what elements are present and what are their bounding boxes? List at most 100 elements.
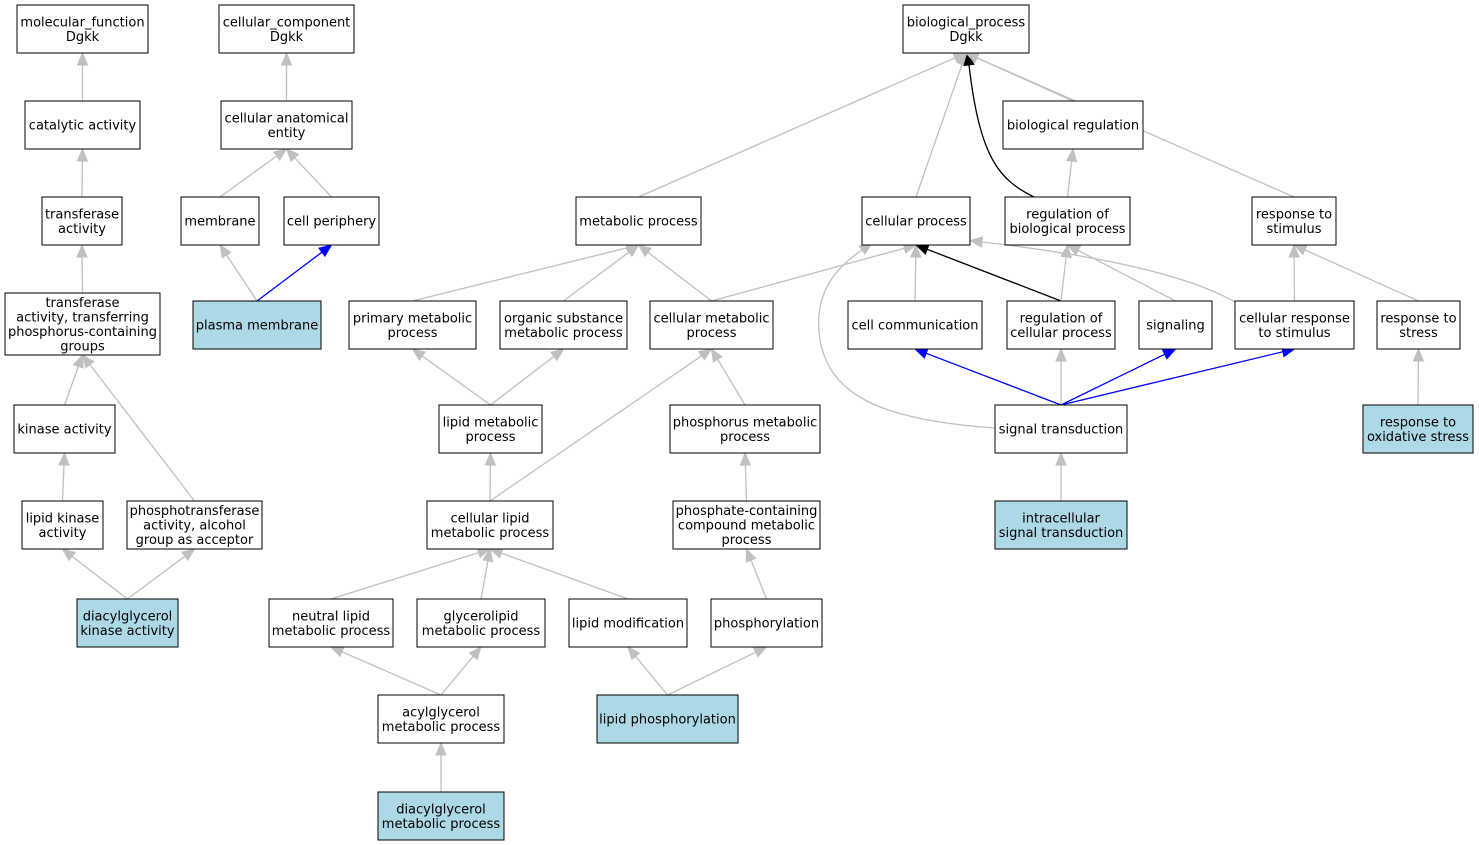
edge-cae-to-cc	[280, 51, 293, 101]
node-label-line: metabolic process	[382, 720, 501, 735]
node-label-line: cell periphery	[287, 215, 377, 230]
node-bioreg[interactable]: biological regulation	[1002, 100, 1144, 150]
node-lipmod[interactable]: lipid modification	[568, 598, 688, 648]
edge-line	[490, 355, 555, 406]
node-label-line: oxidative stress	[1367, 430, 1469, 445]
edge-line	[71, 555, 128, 600]
node-label-line: process	[388, 326, 438, 341]
node-box	[76, 598, 179, 648]
edge-arrowhead	[550, 348, 565, 362]
edge-arrowhead	[625, 244, 640, 258]
edge-dgka-to-lipkin	[61, 548, 128, 600]
node-lipphos[interactable]: lipid phosphorylation	[596, 694, 739, 744]
edge-arrowhead	[435, 741, 447, 756]
edge-arrowhead	[484, 451, 497, 466]
node-kinase[interactable]: kinase activity	[13, 404, 116, 454]
edge-glycero-to-celllip	[480, 547, 494, 600]
edge-plasma-to-membrane	[219, 243, 258, 302]
node-label-line: process	[720, 430, 770, 445]
node-label-line: compound metabolic	[678, 519, 815, 534]
node-label-line: lipid metabolic	[443, 415, 539, 430]
edge-cellresp-to-cellproc	[968, 236, 1241, 306]
edge-line	[63, 366, 80, 406]
node-label-line: activity, transferring	[16, 310, 149, 325]
edge-arrowhead	[1055, 347, 1067, 362]
node-label-line: stimulus	[1266, 222, 1321, 237]
node-label-line: transferase	[45, 207, 119, 222]
edge-line	[750, 559, 768, 600]
node-metab[interactable]: metabolic process	[575, 196, 702, 246]
node-box	[438, 404, 543, 454]
edge-cellmet-to-metab	[637, 244, 712, 302]
node-label-line: response to	[1256, 207, 1332, 222]
node-label-line: process	[687, 326, 737, 341]
edge-plasma-to-cellper	[256, 244, 333, 302]
node-label-line: response to	[1380, 415, 1456, 430]
node-cellcomm[interactable]: cell communication	[847, 300, 983, 350]
node-cellproc[interactable]: cellular process	[861, 196, 971, 246]
node-box	[24, 100, 141, 150]
node-catalytic[interactable]: catalytic activity	[24, 100, 141, 150]
edge-signaling-to-regbio	[1066, 244, 1176, 302]
node-box	[994, 500, 1128, 550]
edge-cellresp-to-respstim	[1288, 243, 1300, 302]
edge-line	[981, 241, 1241, 306]
edge-line	[1060, 256, 1067, 302]
node-signaling[interactable]: signaling	[1138, 300, 1213, 350]
node-box	[426, 500, 554, 550]
edge-regbio-to-bioreg	[1065, 147, 1078, 198]
node-cellper[interactable]: cell periphery	[283, 196, 380, 246]
node-label-line: groups	[60, 339, 105, 354]
node-box	[847, 300, 983, 350]
node-membrane[interactable]: membrane	[180, 196, 260, 246]
node-label-line: glycerolipid	[443, 609, 518, 624]
edge-line	[1077, 249, 1176, 302]
node-label-line: cellular lipid	[450, 511, 529, 526]
node-sigtrans[interactable]: signal transduction	[994, 404, 1128, 454]
node-label-line: metabolic process	[382, 817, 501, 832]
edge-line	[926, 248, 1062, 302]
edge-regcell-to-regbio	[1060, 243, 1072, 302]
edge-arrowhead	[1161, 348, 1177, 360]
node-box	[649, 300, 774, 350]
node-label-line: membrane	[184, 215, 255, 230]
node-label-line: intracellular	[1022, 511, 1100, 526]
node-label-line: diacylglycerol	[396, 802, 486, 817]
edge-arrowhead	[81, 353, 95, 369]
node-label-line: cellular process	[1010, 326, 1112, 341]
node-label-line: lipid kinase	[26, 511, 100, 526]
edge-phoscomp-to-phosmet	[739, 451, 752, 502]
node-phosphoryl[interactable]: phosphorylation	[710, 598, 823, 648]
edge-phosphoryl-to-phoscomp	[745, 547, 768, 600]
edge-arrowhead	[1055, 451, 1067, 466]
node-plasma[interactable]: plasma membrane	[192, 300, 322, 350]
edge-arrowhead	[468, 646, 482, 661]
